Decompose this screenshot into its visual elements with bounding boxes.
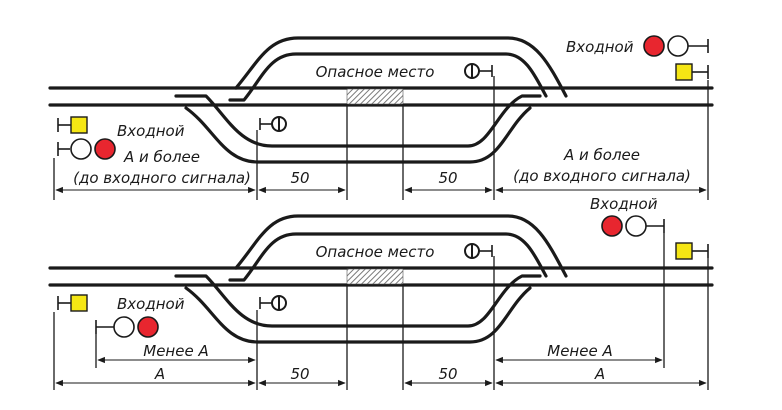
bottom-shunt-signal-upper [464, 243, 493, 259]
top-right-entry-signal [643, 35, 709, 81]
top-left-entry-label: Входной [117, 122, 185, 140]
bottom-right-entry-signal [601, 215, 709, 260]
bottom-right-less-label: Менее А [547, 342, 612, 360]
bottom-left-entry-label: Входной [117, 295, 185, 313]
red-light-icon [601, 215, 623, 237]
bottom-right-a-label: А [594, 365, 605, 383]
top-shunt-signal-lower [259, 116, 287, 132]
bottom-right-gap-label: 50 [438, 365, 457, 383]
top-left-gap-label: 50 [290, 169, 309, 187]
top-lower-siding-inner [174, 94, 542, 148]
top-left-entry-signal [57, 116, 116, 160]
bottom-shunt-signal-lower [259, 295, 287, 311]
bottom-left-a-label: А [154, 365, 165, 383]
bottom-scheme: Опасное место Входной [48, 195, 714, 390]
top-right-distance-line1: А и более [563, 146, 640, 164]
top-left-distance-line1: А и более [123, 148, 200, 166]
top-extension-lines [53, 76, 709, 200]
yellow-light-icon [675, 63, 693, 81]
bottom-lower-siding-outer [184, 286, 532, 344]
top-tracks [48, 36, 714, 164]
white-light-icon [625, 215, 647, 237]
top-left-distance-line2: (до входного сигнала) [73, 169, 251, 187]
top-scheme: Опасное место Входной [48, 35, 714, 200]
bottom-upper-siding-inner [228, 232, 548, 282]
top-right-entry-label: Входной [566, 38, 634, 56]
bottom-extension-lines [53, 233, 709, 390]
bottom-tracks [48, 214, 714, 344]
white-light-icon [113, 316, 135, 338]
top-danger-zone-label: Опасное место [316, 63, 435, 81]
top-danger-zone [346, 88, 404, 105]
top-upper-siding-inner [228, 52, 548, 102]
bottom-left-gap-label: 50 [290, 365, 309, 383]
red-light-icon [94, 138, 116, 160]
top-lower-siding-outer [184, 106, 532, 164]
top-shunt-signal-upper [464, 63, 493, 79]
bottom-upper-siding-outer [234, 214, 568, 278]
red-light-icon [643, 35, 665, 57]
red-light-icon [137, 316, 159, 338]
bottom-right-entry-label: Входной [590, 195, 658, 213]
bottom-lower-siding-inner [174, 274, 542, 328]
bottom-danger-zone-label: Опасное место [316, 243, 435, 261]
white-light-icon [667, 35, 689, 57]
bottom-dimension-lines [55, 356, 707, 387]
bottom-danger-zone [346, 268, 404, 285]
top-upper-siding-outer [234, 36, 568, 98]
yellow-light-icon [675, 242, 693, 260]
top-right-distance-line2: (до входного сигнала) [513, 167, 691, 185]
top-right-gap-label: 50 [438, 169, 457, 187]
white-light-icon [70, 138, 92, 160]
bottom-left-less-label: Менее А [143, 342, 208, 360]
yellow-light-icon [70, 294, 88, 312]
yellow-light-icon [70, 116, 88, 134]
bottom-left-entry-signal [57, 294, 159, 338]
